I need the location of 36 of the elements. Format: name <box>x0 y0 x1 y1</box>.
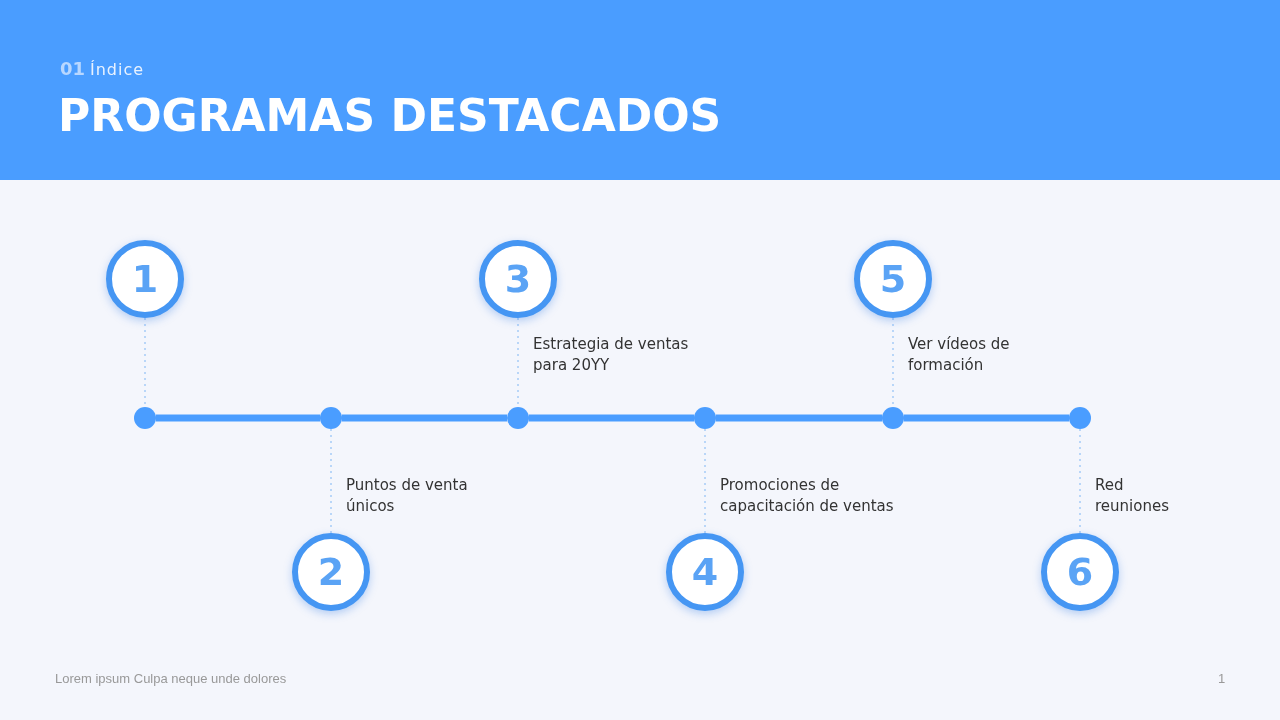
step-circle <box>292 533 370 611</box>
slide-title: PROGRAMAS DESTACADOS <box>58 90 722 141</box>
dotted-connector <box>330 428 332 534</box>
step-circle <box>1041 533 1119 611</box>
step-circle <box>666 533 744 611</box>
step-description: Red reuniones <box>1095 475 1170 517</box>
dotted-connector <box>1079 428 1081 534</box>
step-description: Puntos de venta únicos <box>346 475 469 517</box>
section-label: Índice <box>90 60 145 79</box>
step-number: 3 <box>504 260 532 298</box>
page-number: 1 <box>1218 671 1226 686</box>
step-circle <box>479 240 557 318</box>
timeline-dot <box>134 407 156 429</box>
timeline-dot <box>1069 407 1091 429</box>
timeline-line <box>904 414 1069 422</box>
step-description: Ver vídeos de formación <box>908 334 1011 376</box>
step-description: Estrategia de ventas para 20YY <box>533 334 690 376</box>
timeline-line <box>529 414 694 422</box>
step-circle <box>106 240 184 318</box>
timeline-dot <box>507 407 529 429</box>
step-number: 1 <box>131 260 159 298</box>
step-number: 4 <box>691 553 719 591</box>
timeline-dot <box>694 407 716 429</box>
timeline-line <box>716 414 882 422</box>
timeline-dot <box>320 407 342 429</box>
timeline-line <box>156 414 320 422</box>
step-number: 2 <box>317 553 345 591</box>
step-number: 5 <box>879 260 907 298</box>
timeline-line <box>342 414 507 422</box>
timeline-dot <box>882 407 904 429</box>
step-number: 6 <box>1066 553 1094 591</box>
section-number: 01 <box>60 58 86 79</box>
dotted-connector <box>704 428 706 534</box>
step-circle <box>854 240 932 318</box>
step-description: Promociones de capacitación de ventas <box>720 475 895 517</box>
footer-note: Lorem ipsum Culpa neque unde dolores <box>55 671 287 686</box>
